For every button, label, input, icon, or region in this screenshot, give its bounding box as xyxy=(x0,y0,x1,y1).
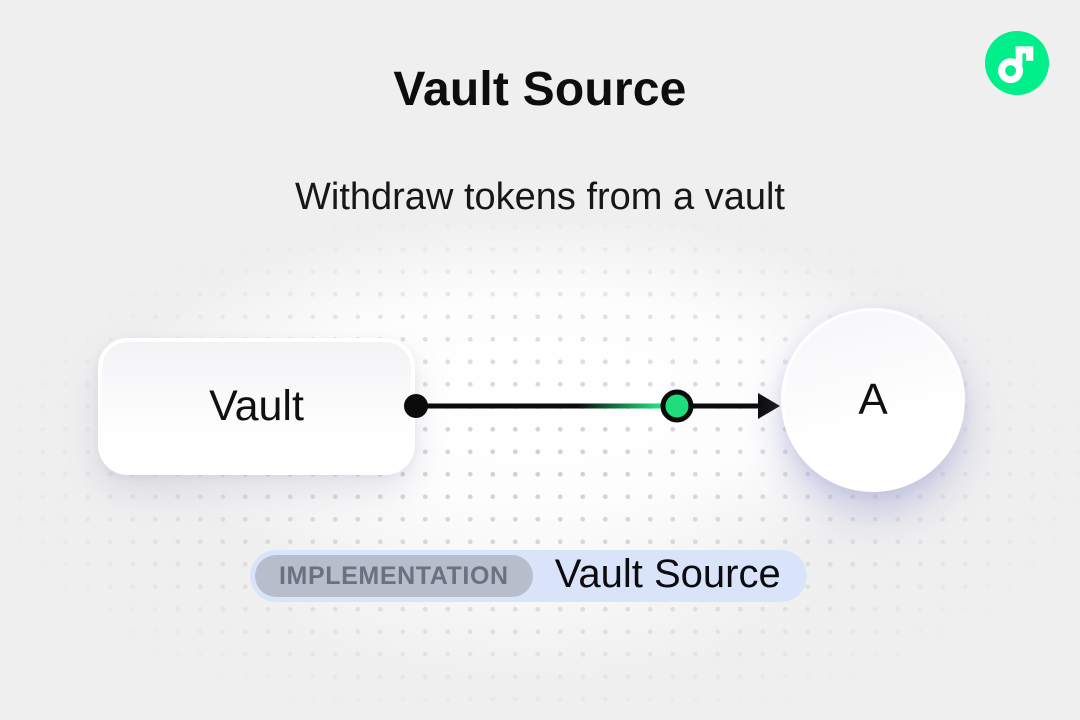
vault-node-label: Vault xyxy=(209,382,304,430)
diagram-edge-arrow xyxy=(404,389,780,423)
implementation-tag: IMPLEMENTATION xyxy=(255,555,533,597)
flow-logo-icon xyxy=(985,31,1049,95)
page-subtitle: Withdraw tokens from a vault xyxy=(295,176,785,218)
token-marker-dot xyxy=(660,389,694,423)
arrowhead-icon xyxy=(758,393,780,419)
a-node-label: A xyxy=(858,375,888,424)
diagram-node-a: A xyxy=(781,308,965,492)
implementation-badge: IMPLEMENTATION Vault Source xyxy=(250,550,807,602)
page-title: Vault Source xyxy=(393,63,687,116)
diagram-node-vault: Vault xyxy=(98,338,415,475)
implementation-label: Vault Source xyxy=(554,552,781,596)
edge-start-dot xyxy=(404,394,428,418)
